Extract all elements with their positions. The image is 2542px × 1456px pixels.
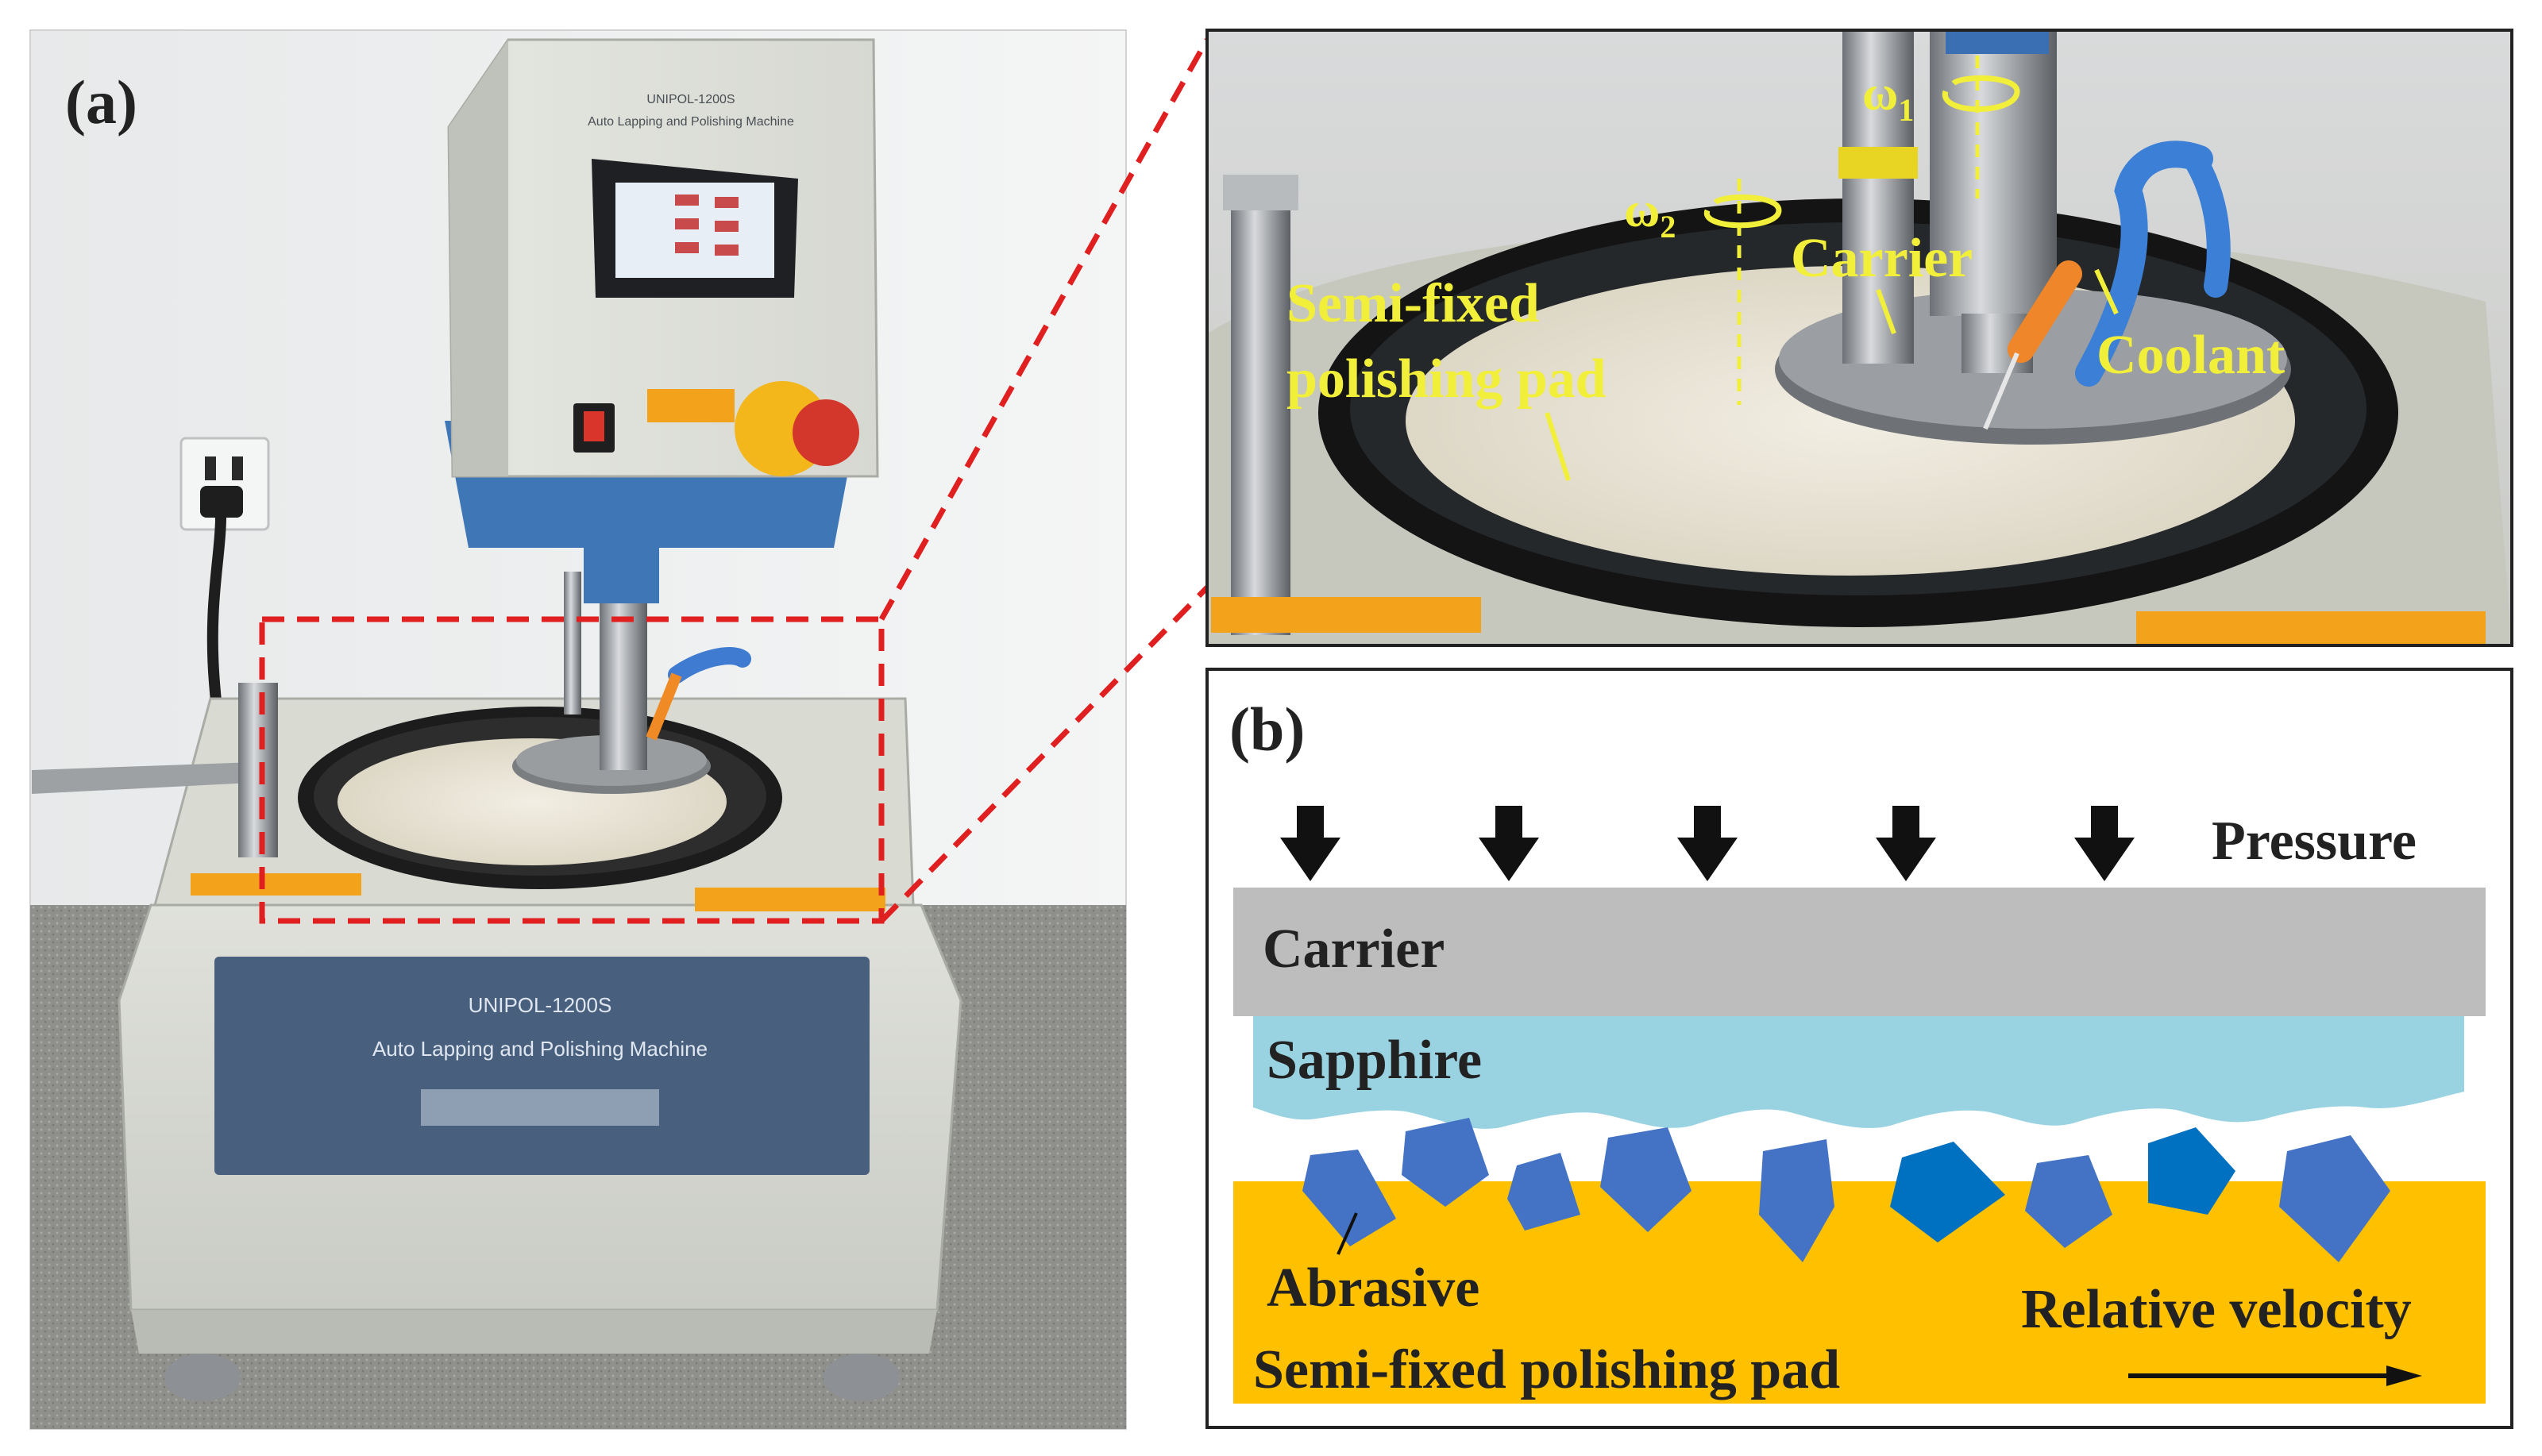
zoom-pad-pointer [1545, 412, 1571, 481]
abrasive-particle [1507, 1153, 1580, 1231]
velocity-label: Relative velocity [2021, 1279, 2412, 1340]
abrasive-label: Abrasive [1267, 1258, 1479, 1319]
zoom-coolant-hose [2075, 141, 2213, 387]
pressure-arrow [1479, 806, 1539, 881]
panel-b-label: (b) [1229, 695, 1305, 764]
zoom-left-post [1231, 191, 1290, 635]
machine-foot [824, 1354, 900, 1401]
base-bottom [131, 1310, 937, 1354]
pad-label: Semi-fixed polishing pad [1253, 1339, 1840, 1400]
abrasive-particle [1302, 1150, 1396, 1246]
pressure-label: Pressure [2212, 811, 2417, 872]
pressure-arrow [1876, 806, 1936, 881]
pad-layer [1233, 1181, 2486, 1404]
zoom-line-bottom [879, 585, 1209, 923]
velocity-arrow-head [2386, 1365, 2422, 1386]
abrasive-particle [2025, 1155, 2112, 1248]
warning-sticker [695, 888, 885, 911]
abrasive-particle [2148, 1127, 2235, 1215]
zoom-guide-rod [1842, 30, 1914, 364]
base-label-plate [214, 957, 870, 1175]
zoom-coolant-label: Coolant [2096, 325, 2285, 386]
carrier-label: Carrier [1263, 919, 1445, 980]
zoom-region-box [259, 616, 885, 924]
base-logo [421, 1089, 659, 1126]
abrasive-particle [1890, 1142, 2005, 1242]
zoom-panel-frame [1205, 29, 2513, 647]
omega1-arrow [1942, 75, 2020, 112]
guide-rod [564, 572, 581, 715]
zoom-coolant-pointer [2094, 268, 2119, 315]
abrasive-particle [1600, 1127, 1691, 1232]
clamp-post [238, 683, 278, 857]
omega1-label: ω1 [1862, 67, 1914, 128]
sapphire-layer [1253, 1016, 2464, 1129]
abrasive-pointer [1337, 1212, 1358, 1255]
zoom-coolant-nozzle [2008, 260, 2082, 363]
outlet-slot [232, 456, 243, 480]
omega2-label: ω2 [1624, 183, 1676, 245]
pressure-arrow [1280, 806, 1340, 881]
coolant-nozzle [646, 672, 682, 741]
abrasive-particle [2279, 1135, 2390, 1262]
pressure-arrow [2074, 806, 2135, 881]
head-subtitle-text: Auto Lapping and Polishing Machine [588, 115, 794, 129]
base-model-text: UNIPOL-1200S [469, 993, 612, 1017]
pressure-arrows [1280, 806, 2135, 881]
base-subtitle-text: Auto Lapping and Polishing Machine [372, 1037, 708, 1061]
clamp-arm [32, 762, 266, 794]
zoom-pad-label-line1: Semi-fixed [1286, 273, 1540, 334]
warning-label [647, 389, 735, 422]
abrasive-particle [1759, 1139, 1834, 1262]
omega2-arrow [1704, 195, 1782, 229]
pressure-arrow [1677, 806, 1738, 881]
head-model-text: UNIPOL-1200S [646, 93, 735, 106]
outlet-slot [205, 456, 216, 480]
machine-foot [164, 1354, 241, 1401]
warning-sticker [191, 873, 361, 896]
coolant-hose [668, 647, 751, 684]
zoom-carrier-label: Carrier [1791, 228, 1973, 289]
screen-buttons [675, 195, 739, 256]
abrasive-particles [1302, 1118, 2390, 1262]
sapphire-label: Sapphire [1267, 1030, 1482, 1091]
power-plug [200, 486, 243, 518]
zoom-warning-sticker [1211, 597, 1481, 633]
zoom-carrier-pointer [1876, 288, 1896, 335]
abrasive-particle [1402, 1118, 1489, 1207]
zoom-warning-sticker [2136, 611, 2486, 645]
panel-a-label: (a) [65, 67, 137, 137]
panel-zoom-photo [1207, 30, 2512, 645]
carrier-block [1233, 888, 2486, 1016]
zoom-rod-label [1838, 147, 1918, 179]
zoom-pad-label-line2: polishing pad [1286, 349, 1607, 410]
emergency-stop-button [793, 399, 859, 466]
zoom-line-top [878, 38, 1210, 621]
zoom-spindle-top [1946, 30, 2049, 54]
panel-a-photo: UNIPOL-1200S Auto Lapping and Polishing … [29, 29, 1127, 1430]
